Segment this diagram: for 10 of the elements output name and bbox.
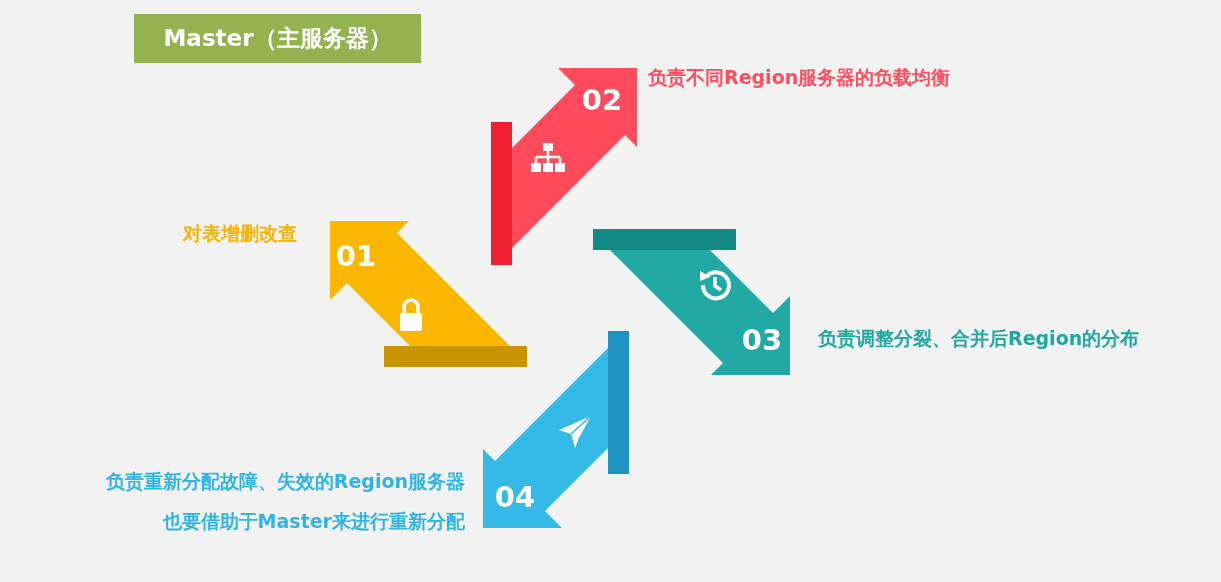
step-description: 负责重新分配故障、失效的Region服务器	[105, 470, 465, 493]
step-number: 04	[494, 482, 536, 512]
step-number: 03	[741, 325, 783, 355]
step-description: 负责不同Region服务器的负载均衡	[648, 66, 951, 89]
title-banner: Master（主服务器）	[134, 14, 421, 63]
step-number: 01	[335, 241, 377, 271]
step-number: 02	[581, 85, 623, 115]
step-description: 负责调整分裂、合并后Region的分布	[818, 327, 1140, 350]
step-description: 对表增删改查	[183, 222, 297, 245]
step-description: 也要借助于Master来进行重新分配	[162, 510, 465, 533]
